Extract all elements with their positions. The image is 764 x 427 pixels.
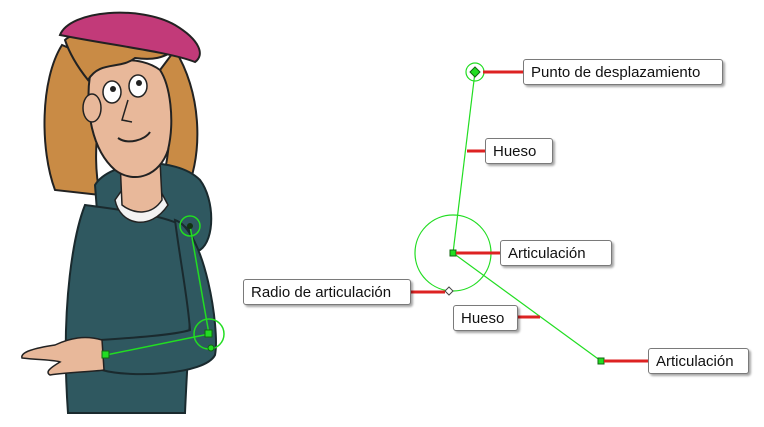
rig-diagram <box>410 62 648 365</box>
label-joint-radius: Radio de articulación <box>243 279 411 305</box>
hoodie-arm <box>98 218 217 376</box>
square-node-icon-mid <box>449 249 457 257</box>
forearm-bone <box>105 333 210 356</box>
face <box>87 59 173 179</box>
left-eye <box>102 80 122 104</box>
lower-bone <box>452 252 602 362</box>
upper-arm-bone <box>189 225 210 335</box>
wrist-joint-icon <box>101 350 110 359</box>
square-node-icon-end <box>597 357 605 365</box>
nose <box>121 99 133 123</box>
label-pivot: Punto de desplazamiento <box>523 59 723 85</box>
label-joint-end: Articulación <box>648 348 749 374</box>
callout-leaders <box>410 70 648 363</box>
shoulder-pivot-ring <box>179 215 201 237</box>
diamond-handle-icon <box>444 286 454 296</box>
ear <box>82 93 102 123</box>
left-pupil <box>110 86 116 92</box>
elbow-joint-icon <box>204 329 213 338</box>
right-eye <box>128 74 148 98</box>
hoodie-body <box>64 203 193 414</box>
character-illustration <box>21 11 225 414</box>
elbow-handle-icon <box>207 344 215 352</box>
circled-diamond-icon <box>469 66 481 78</box>
cap <box>58 11 201 64</box>
label-joint-mid: Articulación <box>500 240 612 266</box>
right-pupil <box>136 80 142 86</box>
label-bone-top: Hueso <box>485 138 553 164</box>
shoulder-pivot-icon <box>187 223 193 229</box>
hand <box>21 336 105 376</box>
upper-bone <box>452 71 476 254</box>
label-bone-bottom: Hueso <box>453 305 518 331</box>
mouth <box>117 131 151 143</box>
